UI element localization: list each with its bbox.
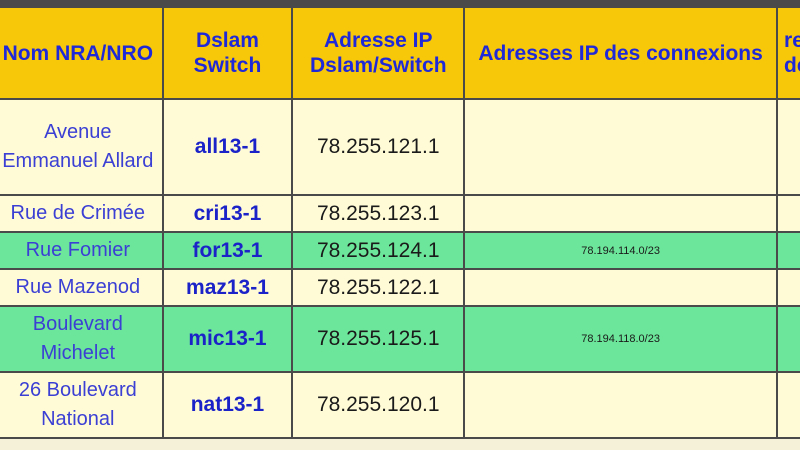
header-adresse-ip-dslam: Adresse IP Dslam/Switch bbox=[293, 8, 466, 100]
cell-nra-name: Boulevard Michelet bbox=[0, 307, 164, 373]
cell-nra-name: Rue de Crimée bbox=[0, 196, 164, 233]
cell-dslam: maz13-1 bbox=[163, 270, 294, 307]
cell-extra bbox=[778, 233, 800, 270]
header-extra-line2: de bbox=[784, 54, 800, 77]
cell-ip-connexions bbox=[465, 196, 779, 233]
cell-ip-dslam: 78.255.122.1 bbox=[293, 270, 466, 307]
cell-nra-name: Rue Fomier bbox=[0, 233, 164, 270]
cell-dslam: cri13-1 bbox=[163, 196, 294, 233]
cell-ip-connexions: 78.194.114.0/23 bbox=[465, 233, 779, 270]
header-row: Nom NRA/NRO Dslam Switch Adresse IP Dsla… bbox=[0, 8, 800, 100]
header-dslam-switch: Dslam Switch bbox=[163, 8, 294, 100]
table-row: Rue Mazenod maz13-1 78.255.122.1 bbox=[0, 270, 800, 307]
table-row: Avenue Emmanuel Allard all13-1 78.255.12… bbox=[0, 100, 800, 196]
cell-dslam: for13-1 bbox=[163, 233, 294, 270]
cell-ip-dslam: 78.255.124.1 bbox=[293, 233, 466, 270]
cell-extra bbox=[778, 196, 800, 233]
header-nom-nra: Nom NRA/NRO bbox=[0, 8, 164, 100]
cell-nra-name: Rue Mazenod bbox=[0, 270, 164, 307]
header-adresses-ip-connexions: Adresses IP des connexions bbox=[465, 8, 779, 100]
cell-extra bbox=[778, 270, 800, 307]
cell-ip-dslam: 78.255.120.1 bbox=[293, 373, 466, 439]
header-extra: re de bbox=[778, 8, 800, 100]
table-row: Rue de Crimée cri13-1 78.255.123.1 bbox=[0, 196, 800, 233]
cell-ip-dslam: 78.255.125.1 bbox=[293, 307, 466, 373]
cell-ip-connexions bbox=[465, 100, 779, 196]
cell-dslam: nat13-1 bbox=[163, 373, 294, 439]
table-row: 26 Boulevard National nat13-1 78.255.120… bbox=[0, 373, 800, 439]
cell-dslam: all13-1 bbox=[163, 100, 294, 196]
cell-extra bbox=[778, 100, 800, 196]
cell-dslam: mic13-1 bbox=[163, 307, 294, 373]
cell-ip-dslam: 78.255.121.1 bbox=[293, 100, 466, 196]
cell-nra-name: Avenue Emmanuel Allard bbox=[0, 100, 164, 196]
cell-ip-connexions bbox=[465, 373, 779, 439]
cell-extra bbox=[778, 307, 800, 373]
cell-ip-dslam: 78.255.123.1 bbox=[293, 196, 466, 233]
cell-extra bbox=[778, 373, 800, 439]
cell-nra-name: 26 Boulevard National bbox=[0, 373, 164, 439]
nra-table: Nom NRA/NRO Dslam Switch Adresse IP Dsla… bbox=[0, 0, 800, 439]
cell-ip-connexions bbox=[465, 270, 779, 307]
cell-ip-connexions: 78.194.118.0/23 bbox=[465, 307, 779, 373]
header-extra-line1: re bbox=[784, 29, 800, 52]
table-row: Rue Fomier for13-1 78.255.124.1 78.194.1… bbox=[0, 233, 800, 270]
table-row: Boulevard Michelet mic13-1 78.255.125.1 … bbox=[0, 307, 800, 373]
